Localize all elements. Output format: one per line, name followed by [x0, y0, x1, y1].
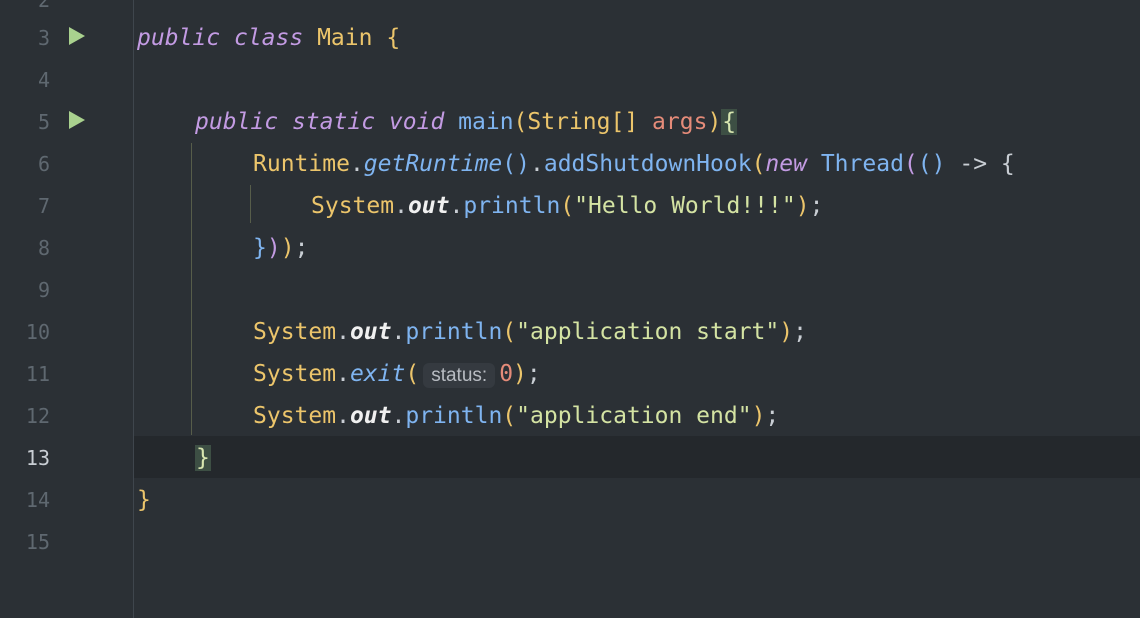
line-number: 2: [37, 0, 50, 12]
dot: .: [349, 151, 364, 177]
indent-guide: [191, 143, 192, 435]
static-field: out: [407, 193, 450, 219]
string-literal: "application start": [516, 319, 780, 345]
semicolon: ;: [765, 403, 780, 429]
class-name: Runtime: [253, 151, 350, 177]
keyword: public: [137, 25, 221, 51]
code-line-11[interactable]: System.exit(status:0);: [253, 353, 541, 395]
brace: {: [1000, 151, 1015, 177]
current-line-highlight: [0, 436, 1140, 478]
brace: {: [386, 25, 401, 51]
brace: }: [253, 235, 267, 261]
line-number: 6: [37, 152, 50, 176]
gutter: 2 3 4 5 6 7 8 9 10 11 12 13 14 15: [0, 0, 134, 618]
paren: (: [560, 193, 575, 219]
keyword: class: [233, 25, 304, 51]
paren: ): [779, 319, 794, 345]
paren: (: [502, 319, 517, 345]
class-name: System: [253, 403, 337, 429]
line-number: 7: [37, 194, 50, 218]
dot: .: [391, 319, 406, 345]
string-literal: "Hello World!!!": [574, 193, 796, 219]
keyword: public: [195, 109, 279, 135]
dot: .: [529, 151, 544, 177]
number-literal: 0: [499, 361, 514, 387]
paren: (: [903, 151, 918, 177]
parameter: args: [652, 109, 708, 135]
lambda-arrow: ->: [959, 151, 988, 177]
paren: (: [502, 403, 517, 429]
paren: (: [405, 361, 420, 387]
method-name: getRuntime: [363, 151, 503, 177]
line-number: 5: [37, 110, 50, 134]
matched-brace: {: [721, 109, 738, 135]
code-line-13[interactable]: }: [195, 437, 211, 479]
paren: ): [707, 109, 722, 135]
indent-guide: [250, 185, 251, 223]
method-name: main: [458, 109, 514, 135]
static-field: out: [349, 403, 392, 429]
line-number: 12: [25, 404, 50, 428]
brace: }: [137, 487, 151, 513]
keyword: void: [388, 109, 445, 135]
keyword: new: [765, 151, 807, 177]
dot: .: [449, 193, 464, 219]
code-line-8[interactable]: }));: [253, 227, 308, 269]
dot: .: [336, 361, 350, 387]
code-line-12[interactable]: System.out.println("application end");: [253, 395, 779, 437]
class-name: System: [311, 193, 395, 219]
semicolon: ;: [294, 235, 309, 261]
code-line-6[interactable]: Runtime.getRuntime().addShutdownHook(new…: [253, 143, 1015, 185]
line-number: 9: [37, 278, 50, 302]
method-name: println: [405, 319, 503, 345]
code-line-7[interactable]: System.out.println("Hello World!!!");: [311, 185, 823, 227]
line-number: 11: [25, 362, 50, 386]
code-line-10[interactable]: System.out.println("application start");: [253, 311, 807, 353]
dot: .: [391, 403, 406, 429]
line-number: 3: [37, 26, 50, 50]
dot: .: [336, 319, 350, 345]
keyword: static: [291, 109, 376, 135]
code-line-14[interactable]: }: [137, 479, 151, 521]
parameter-name-hint: status:: [423, 363, 496, 388]
code-line-5[interactable]: public static void main(String[] args){: [195, 101, 738, 143]
method-name: println: [463, 193, 561, 219]
method-name: exit: [349, 361, 406, 387]
line-number: 14: [25, 488, 50, 512]
static-field: out: [349, 319, 392, 345]
semicolon: ;: [793, 319, 807, 345]
line-number: 8: [37, 236, 50, 260]
class-name: Thread: [820, 151, 904, 177]
semicolon: ;: [809, 193, 824, 219]
line-number: 15: [25, 530, 50, 554]
class-name: System: [253, 361, 337, 387]
class-name: System: [253, 319, 337, 345]
paren: (: [513, 109, 528, 135]
method-name: addShutdownHook: [543, 151, 752, 177]
class-name: Main: [317, 25, 373, 51]
paren: (): [502, 151, 530, 177]
paren: ): [280, 235, 295, 261]
paren: (): [917, 151, 946, 177]
paren: ): [751, 403, 766, 429]
line-number: 10: [25, 320, 50, 344]
code-line-3[interactable]: public class Main {: [137, 17, 400, 59]
line-number-current: 13: [25, 446, 50, 470]
method-name: println: [405, 403, 503, 429]
semicolon: ;: [526, 361, 541, 387]
paren: ): [513, 361, 527, 387]
dot: .: [394, 193, 408, 219]
paren: ): [795, 193, 810, 219]
dot: .: [336, 403, 350, 429]
paren: (: [751, 151, 766, 177]
line-number: 4: [37, 68, 50, 92]
run-class-play-icon[interactable]: [66, 25, 88, 47]
paren: ): [266, 235, 281, 261]
run-main-play-icon[interactable]: [66, 109, 88, 131]
matched-brace: }: [195, 445, 211, 471]
type-name: String[]: [527, 109, 639, 135]
string-literal: "application end": [516, 403, 752, 429]
